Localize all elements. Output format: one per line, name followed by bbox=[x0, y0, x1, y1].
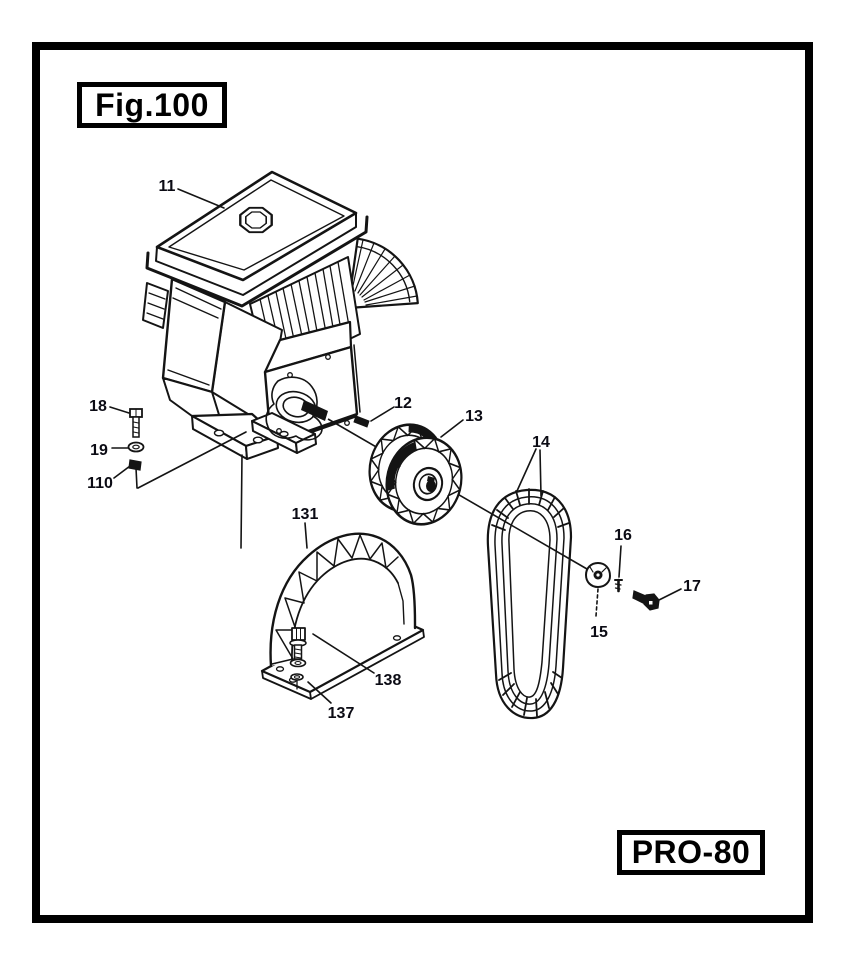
washer-19 bbox=[127, 441, 145, 453]
bolt-18 bbox=[129, 408, 143, 438]
belt-hatching bbox=[491, 488, 570, 717]
pulley-illustration bbox=[359, 415, 472, 534]
leader-14b bbox=[539, 449, 542, 497]
part-label-14: 14 bbox=[532, 434, 550, 451]
foot-diagonal-leader bbox=[137, 431, 247, 489]
leader-131 bbox=[304, 522, 308, 549]
leader-11 bbox=[177, 188, 225, 209]
leader-18 bbox=[109, 406, 130, 414]
leader-15 bbox=[595, 588, 599, 617]
part-label-18: 18 bbox=[89, 398, 107, 415]
nut-110-stem bbox=[135, 467, 138, 489]
leader-138 bbox=[312, 633, 375, 674]
part-label-19: 19 bbox=[90, 442, 108, 459]
recoil-starter bbox=[142, 277, 227, 419]
nut-110 bbox=[128, 459, 142, 471]
v-belt-pair bbox=[486, 488, 573, 720]
hardware bbox=[127, 408, 660, 611]
leader-lines bbox=[109, 188, 682, 704]
crankcase-boss bbox=[265, 354, 350, 441]
part-callouts: 11 12 13 14 15 16 17 18 19 110 131 137 1… bbox=[87, 178, 701, 722]
leader-13 bbox=[440, 419, 464, 438]
woodruff-key bbox=[353, 415, 370, 428]
fuel-cap bbox=[239, 206, 273, 234]
leader-12 bbox=[370, 406, 395, 422]
part-label-137: 137 bbox=[328, 705, 355, 722]
leader-14a bbox=[516, 448, 537, 492]
screw-16 bbox=[614, 578, 623, 593]
model-number-label: PRO-80 bbox=[631, 834, 751, 870]
part-label-12: 12 bbox=[394, 395, 412, 412]
figure-number-box: Fig.100 bbox=[77, 82, 227, 128]
part-label-110: 110 bbox=[87, 475, 113, 492]
engine-mounting-feet bbox=[190, 412, 317, 460]
leader-137 bbox=[307, 681, 332, 704]
leader-110 bbox=[113, 465, 131, 479]
cover-bolt-138 bbox=[289, 627, 307, 660]
cover-dome bbox=[270, 533, 415, 666]
part-label-17: 17 bbox=[683, 578, 701, 595]
part-label-11: 11 bbox=[159, 178, 176, 195]
foot-vertical-leader bbox=[240, 454, 243, 549]
cover-washer-137 bbox=[289, 658, 307, 690]
part-label-15: 15 bbox=[590, 624, 608, 641]
figure-number-label: Fig.100 bbox=[95, 86, 209, 123]
part-label-131: 131 bbox=[292, 506, 319, 523]
belt-cover-illustration bbox=[260, 532, 425, 700]
model-number-box: PRO-80 bbox=[617, 830, 765, 875]
leader-17 bbox=[656, 588, 682, 602]
bolt-17 bbox=[632, 590, 660, 611]
output-shaft bbox=[301, 400, 328, 421]
nut-15 bbox=[584, 561, 612, 589]
leader-16 bbox=[618, 545, 622, 578]
cover-rib-hatching bbox=[271, 534, 399, 665]
engine-illustration bbox=[142, 170, 419, 460]
part-label-138: 138 bbox=[375, 672, 402, 689]
part-label-13: 13 bbox=[465, 408, 483, 425]
fuel-tank bbox=[145, 170, 369, 308]
part-label-16: 16 bbox=[614, 527, 632, 544]
